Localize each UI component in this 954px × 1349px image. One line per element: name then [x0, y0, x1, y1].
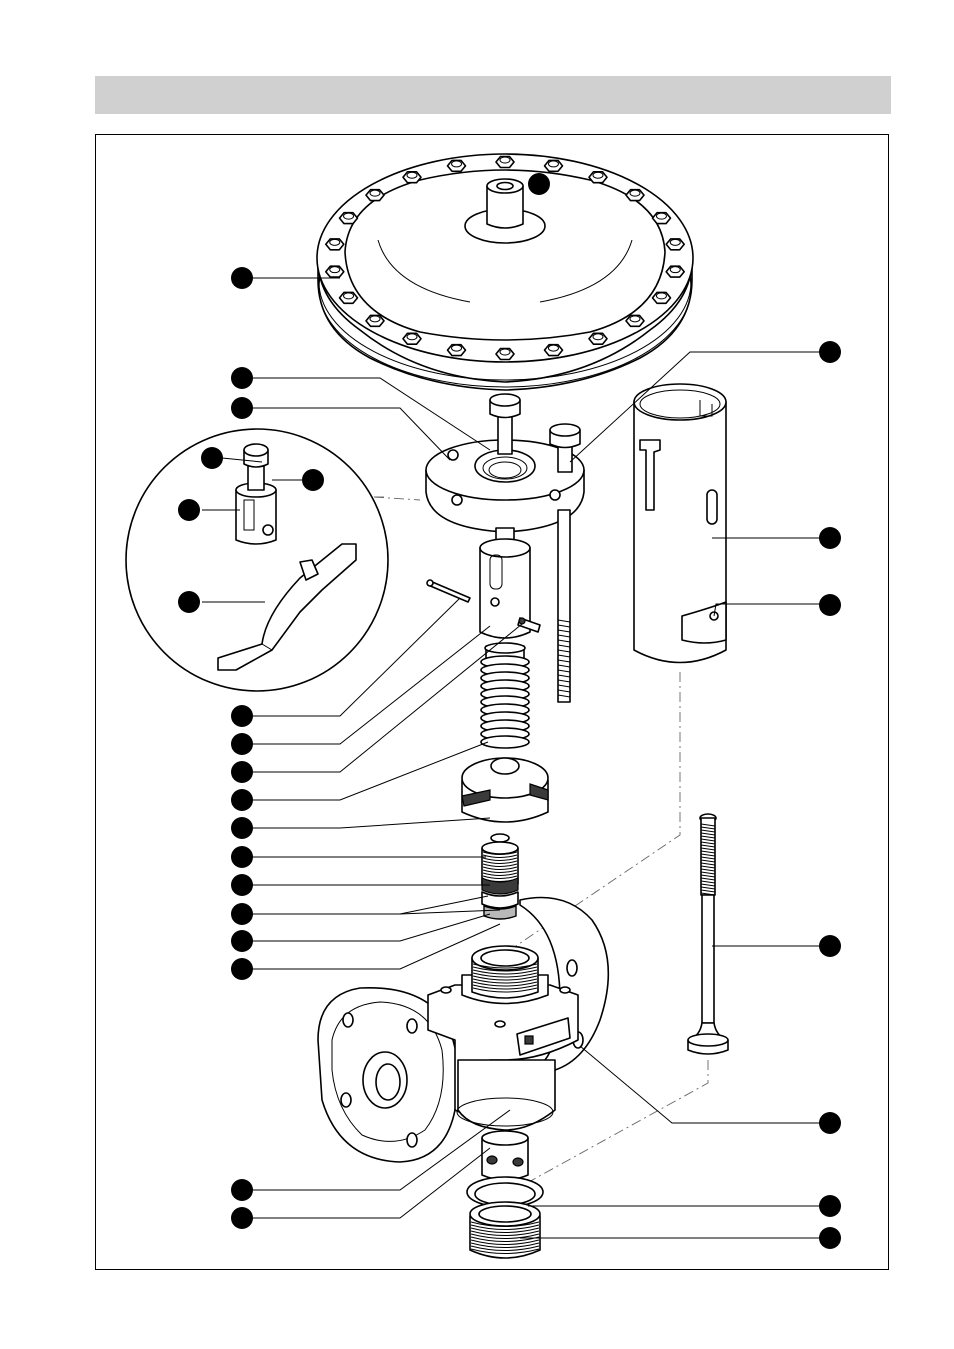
callout-marker [231, 846, 253, 868]
callout-marker [201, 447, 223, 469]
yoke-sleeve [633, 383, 727, 664]
callout-marker [231, 1207, 253, 1229]
threaded-stud [557, 509, 571, 703]
callout-marker [231, 789, 253, 811]
hex-bolt-head [338, 211, 359, 225]
hex-bolt-head [651, 211, 672, 225]
packing-ring-2 [481, 891, 519, 909]
callout-marker [231, 733, 253, 755]
figure-frame [95, 134, 889, 1270]
hex-bolt-head [446, 343, 467, 357]
hex-bolt-head [495, 155, 515, 169]
callout-marker [178, 591, 200, 613]
detail-key-part [217, 543, 357, 671]
callout-marker [231, 903, 253, 925]
hex-bolt-left [489, 393, 521, 455]
split-pin [426, 579, 471, 603]
hex-bolt-head [543, 343, 564, 357]
hex-bolt-head [665, 265, 686, 278]
hex-bolt-head [446, 159, 467, 173]
hex-bolt-head [365, 314, 385, 328]
hex-bolt-head [625, 188, 645, 202]
callout-marker [819, 935, 841, 957]
nameplate [516, 1017, 571, 1056]
valve-body [317, 896, 610, 1163]
bellows [480, 642, 530, 749]
hex-bolt-head [665, 238, 686, 251]
callout-marker [819, 1195, 841, 1217]
seat-ring [469, 1201, 541, 1259]
callout-marker [819, 341, 841, 363]
callout-marker [231, 705, 253, 727]
hex-bolt-head [324, 265, 345, 278]
hex-bolt-head [543, 159, 564, 173]
detail-circle [125, 428, 389, 692]
hex-bolt-head [588, 171, 608, 184]
hex-bolt-head [651, 291, 672, 305]
leader-lines [202, 277, 839, 1239]
hex-bolt-head [402, 171, 422, 184]
callout-marker [819, 527, 841, 549]
callout-marker [231, 267, 253, 289]
callout-marker [819, 1112, 841, 1134]
callout-marker [231, 1179, 253, 1201]
hex-bolt-head [402, 332, 422, 346]
callout-marker [819, 594, 841, 616]
valve-stem [687, 813, 729, 1055]
callout-marker [231, 367, 253, 389]
section-header-bar [95, 76, 891, 114]
seat-gasket-ring [466, 1176, 544, 1208]
packing-ring-1 [481, 877, 519, 895]
callout-marker [231, 874, 253, 896]
diaphragm-actuator [316, 153, 694, 391]
callout-marker [231, 817, 253, 839]
callout-markers [178, 173, 841, 1249]
plug-guide [481, 1130, 529, 1181]
hex-bolt-head [324, 238, 345, 251]
lock-nut [461, 757, 549, 823]
callout-marker [819, 1227, 841, 1249]
callout-marker [178, 499, 200, 521]
hex-bolt-head [338, 291, 359, 305]
callout-marker [302, 469, 324, 491]
hex-bolt-head [365, 188, 385, 202]
callout-marker [231, 930, 253, 952]
packing-ring-3 [483, 904, 517, 920]
actuator-bolts [324, 155, 686, 361]
hex-bolt-right [549, 423, 581, 473]
callout-marker [231, 397, 253, 419]
callout-marker [231, 958, 253, 980]
callout-marker [528, 173, 550, 195]
callout-marker [231, 761, 253, 783]
assembly-centerlines [373, 496, 709, 1211]
hex-bolt-head [495, 347, 515, 361]
detail-coupling-part [235, 443, 277, 545]
hex-bolt-head [588, 332, 608, 346]
spindle-coupling [479, 527, 541, 639]
hex-bolt-head [625, 314, 645, 328]
